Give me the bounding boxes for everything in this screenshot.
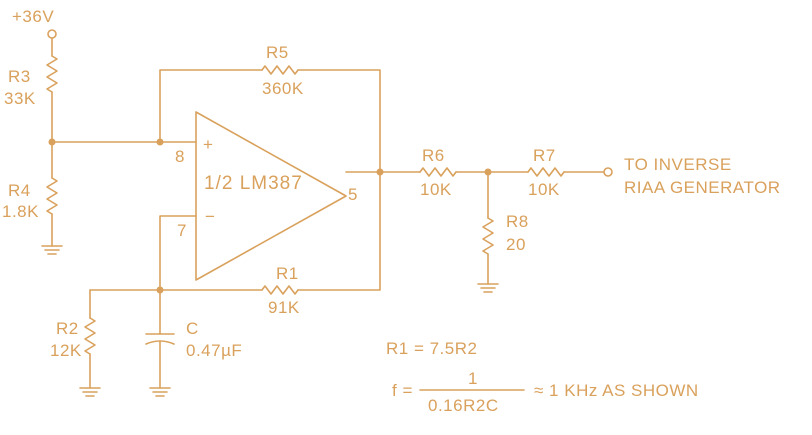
pin-8-label: 8 <box>175 147 185 166</box>
r6-resistor <box>419 167 457 177</box>
r2-value: 12K <box>50 341 82 360</box>
formula-numerator: 1 <box>468 369 478 388</box>
r1-right-wire <box>297 171 381 291</box>
r5-name: R5 <box>266 43 289 62</box>
r4-name: R4 <box>8 181 31 200</box>
supply-terminal <box>47 29 57 39</box>
capacitor-symbol <box>145 333 175 345</box>
r5-value: 360K <box>262 79 304 98</box>
r5-right-wire <box>297 69 381 173</box>
output-label-line1: TO INVERSE <box>624 155 732 174</box>
r7-resistor <box>527 167 565 177</box>
ground-symbol-r2 <box>79 387 101 397</box>
pin-5-label: 5 <box>348 185 358 204</box>
r7-name: R7 <box>533 146 556 165</box>
opamp-triangle <box>195 111 347 281</box>
r4-value: 1.8K <box>2 202 39 221</box>
r8-name: R8 <box>506 212 529 231</box>
opamp-minus-sign: − <box>205 207 215 226</box>
r7-value: 10K <box>528 180 560 199</box>
formula-lhs: f = <box>392 381 413 400</box>
c-value: 0.47µF <box>186 341 242 360</box>
r3-name: R3 <box>8 67 31 86</box>
r2-resistor <box>84 317 96 355</box>
ground-symbol-r8 <box>477 283 499 293</box>
r6-value: 10K <box>420 180 452 199</box>
relation-note: R1 = 7.5R2 <box>386 339 477 358</box>
r4-resistor <box>46 177 58 215</box>
formula-denominator: 0.16R2C <box>428 396 499 415</box>
pin-7-label: 7 <box>177 221 187 240</box>
r8-resistor <box>482 217 494 255</box>
ground-symbol-r4 <box>41 245 63 255</box>
r5-left-wire <box>159 69 263 143</box>
r6-name: R6 <box>422 146 445 165</box>
ground-symbol-c <box>149 387 171 397</box>
output-label-line2: RIAA GENERATOR <box>624 178 781 197</box>
r1-value: 91K <box>268 298 300 317</box>
supply-label: +36V <box>12 7 54 26</box>
r3-resistor <box>46 55 58 93</box>
r5-resistor <box>261 65 299 75</box>
opamp-label: 1/2 LM387 <box>204 173 303 194</box>
r2-name: R2 <box>56 319 79 338</box>
c-name: C <box>186 319 199 338</box>
output-terminal <box>603 167 613 177</box>
r8-value: 20 <box>506 235 526 254</box>
formula-tail: ≈ 1 KHz AS SHOWN <box>534 381 699 400</box>
r3-value: 33K <box>4 89 36 108</box>
r1-resistor <box>261 285 299 295</box>
r1-name: R1 <box>276 264 299 283</box>
minus-input-wire <box>159 215 197 291</box>
opamp-plus-sign: + <box>203 135 213 154</box>
